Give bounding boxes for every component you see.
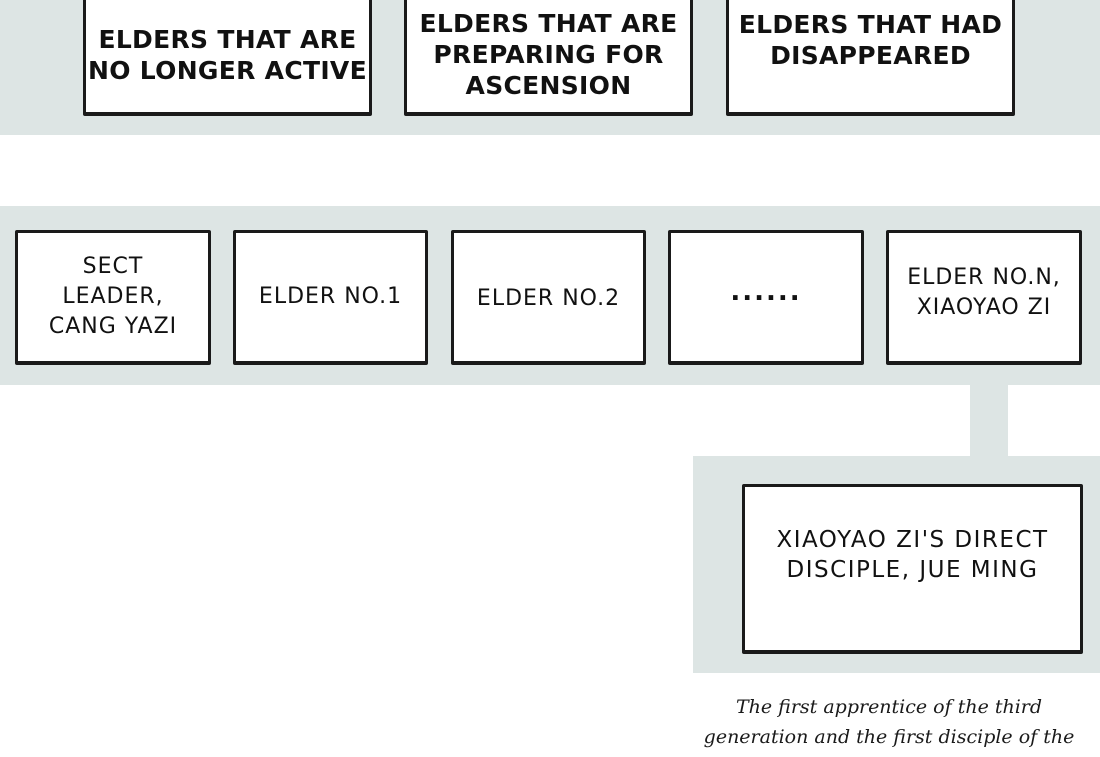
sect-leader-box: Sect leader, Cang Yazi xyxy=(15,230,211,364)
elder-n-box: Elder No.N, Xiaoyao Zi xyxy=(886,230,1082,364)
caption: The first apprentice of the third genera… xyxy=(700,692,1078,752)
elder-1-box: Elder No.1 xyxy=(233,230,428,364)
caption-line-2: generation and the first disciple of the xyxy=(703,726,1075,748)
elder-2-box: Elder No.2 xyxy=(451,230,646,364)
disappeared-elders-box: Elders that had disappeared xyxy=(726,0,1015,115)
ascension-elders-label: Elders that are preparing for ascension xyxy=(419,9,678,100)
ascension-elders-box: Elders that are preparing for ascension xyxy=(404,0,693,115)
elder-2-label: Elder No.2 xyxy=(476,286,621,311)
caption-line-1: The first apprentice of the third xyxy=(735,696,1043,718)
sect-leader-label: Sect leader, Cang Yazi xyxy=(48,254,178,339)
ellipsis-box: ...... xyxy=(668,230,864,364)
elder-n-label: Elder No.N, Xiaoyao Zi xyxy=(907,265,1061,320)
connector-vertical xyxy=(970,385,1008,457)
inactive-elders-box: Elders that are no longer active xyxy=(83,0,372,115)
elder-1-label: Elder No.1 xyxy=(258,284,403,309)
disappeared-elders-label: Elders that had disappeared xyxy=(738,9,1003,70)
disciple-box: Xiaoyao Zi's direct disciple, Jue Ming xyxy=(742,484,1083,653)
disciple-label: Xiaoyao Zi's direct disciple, Jue Ming xyxy=(776,526,1049,583)
ellipsis-label: ...... xyxy=(730,277,802,307)
inactive-elders-label: Elders that are no longer active xyxy=(88,24,367,85)
